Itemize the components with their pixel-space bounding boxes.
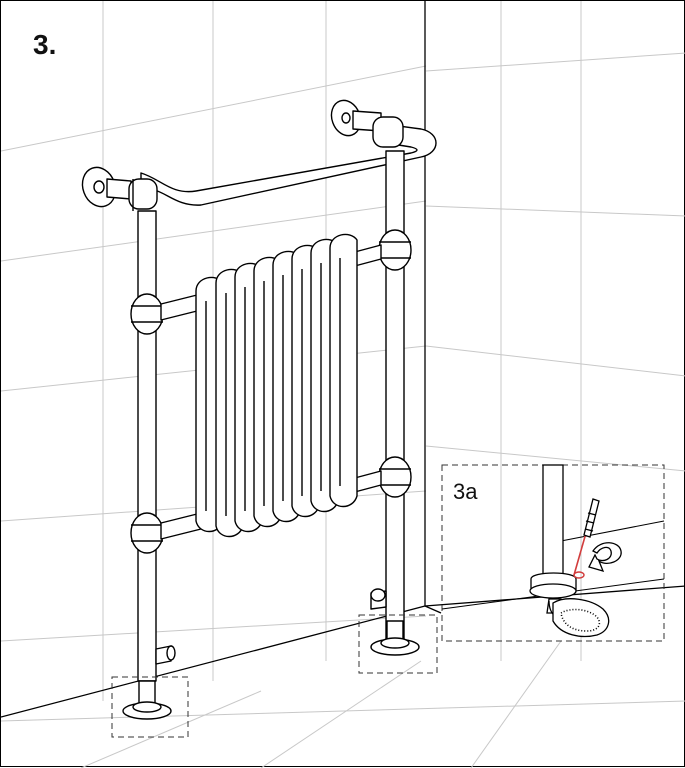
left-upper-joint	[130, 293, 164, 335]
right-valve-stub	[370, 588, 387, 610]
left-vertical-pipe	[137, 210, 157, 682]
right-lower-joint	[378, 456, 412, 498]
left-wall-bracket	[81, 166, 132, 208]
detail-inset-drawing	[441, 464, 665, 638]
detail-inset-label: 3a	[453, 479, 478, 504]
radiator-column-details	[205, 258, 341, 516]
left-valve-stub	[155, 645, 176, 665]
right-elbow	[372, 116, 404, 148]
right-upper-joint	[378, 229, 412, 271]
rotation-arrow-icon	[588, 542, 622, 572]
step-number: 3.	[33, 29, 57, 60]
left-foot-plate	[122, 680, 172, 720]
inset-foot-plate	[529, 572, 577, 618]
inset-pipe	[542, 464, 564, 576]
radiator-columns	[195, 233, 358, 538]
left-elbow	[128, 178, 158, 210]
right-vertical-pipe	[385, 150, 405, 642]
inset-floor-fixing	[552, 598, 610, 638]
right-foot-plate	[370, 620, 420, 656]
towel-rail	[81, 99, 437, 720]
right-foot-highlight	[358, 614, 438, 674]
left-lower-joint	[130, 512, 164, 554]
screwdriver-icon	[573, 498, 600, 576]
left-foot-highlight	[111, 676, 189, 738]
